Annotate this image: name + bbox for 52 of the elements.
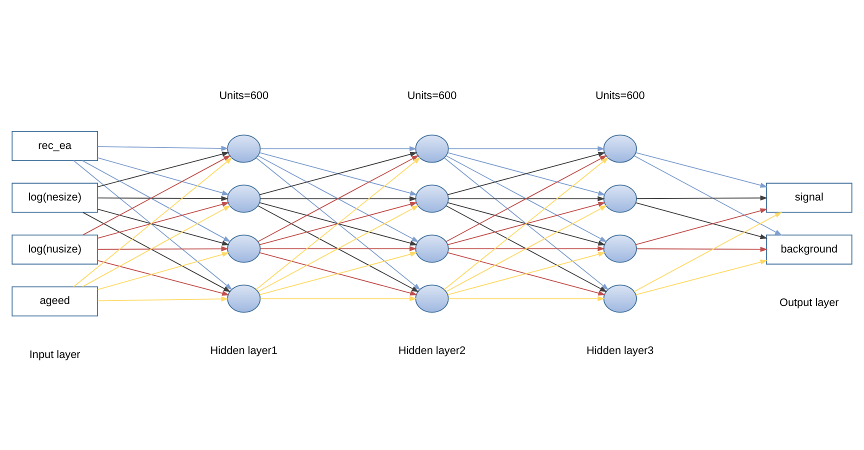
arrow — [97, 252, 230, 290]
node-circle — [603, 184, 637, 212]
arrow — [448, 196, 605, 201]
node-circle — [603, 134, 637, 162]
arrow — [636, 152, 768, 188]
arrow — [97, 260, 230, 296]
arrow — [448, 296, 605, 301]
node-circle — [415, 284, 449, 312]
node-circle — [603, 234, 637, 262]
node-circle — [227, 284, 261, 312]
arrow — [260, 296, 417, 301]
node-box: log(nusize) — [12, 234, 98, 264]
arrow — [636, 259, 768, 295]
node-circle — [227, 184, 261, 212]
node-circle — [415, 184, 449, 212]
node-circle — [415, 234, 449, 262]
arrow — [448, 246, 605, 251]
arrow — [636, 208, 768, 245]
arrow — [260, 146, 417, 151]
node-box: rec_ea — [12, 130, 98, 160]
arrow — [97, 246, 229, 251]
arrow — [97, 196, 229, 201]
node-circle — [415, 134, 449, 162]
node-circle — [227, 134, 261, 162]
arrow — [97, 296, 229, 302]
label: Hidden layer3 — [586, 344, 654, 357]
label: Input layer — [29, 348, 80, 360]
node-box: background — [766, 234, 852, 264]
node-circle — [603, 284, 637, 312]
label: Units=600 — [219, 89, 269, 102]
node-circle — [227, 234, 261, 262]
arrow — [97, 151, 230, 187]
node-box: signal — [766, 182, 852, 212]
arrow — [260, 196, 417, 201]
arrow — [636, 194, 768, 200]
arrow — [448, 146, 605, 151]
node-box: log(nesize) — [12, 182, 98, 212]
node-box: ageed — [12, 286, 98, 316]
arrow — [97, 145, 229, 150]
arrow — [634, 211, 782, 292]
arrow — [97, 156, 230, 195]
label: Units=600 — [407, 89, 457, 102]
label: Units=600 — [595, 89, 645, 102]
arrow — [636, 246, 768, 252]
arrow — [636, 202, 768, 239]
label: Hidden layer2 — [398, 344, 466, 357]
arrow — [260, 246, 417, 251]
arrow — [97, 208, 230, 246]
label: Hidden layer1 — [210, 344, 278, 357]
arrow — [97, 201, 230, 238]
arrow — [634, 154, 782, 236]
label: Output layer — [779, 296, 839, 309]
